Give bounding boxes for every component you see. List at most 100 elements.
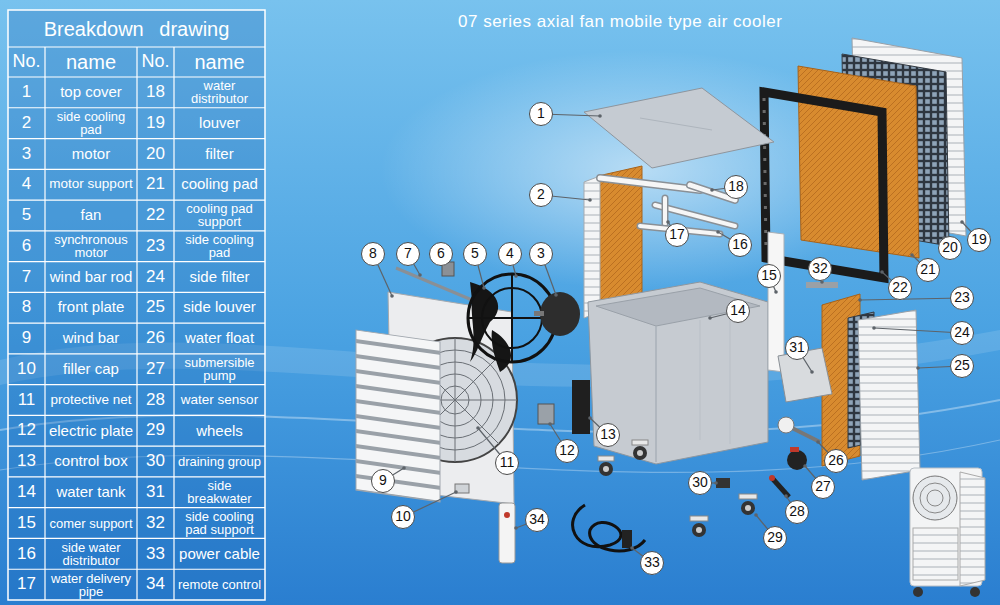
draining-group — [716, 478, 730, 488]
part-name: submersible pump — [176, 356, 263, 382]
electric-plate — [538, 404, 554, 424]
product-photo — [910, 468, 985, 597]
illustration-part — [603, 466, 609, 472]
callout-number: 30 — [688, 471, 712, 495]
wheel — [598, 456, 614, 476]
water-tank — [588, 282, 768, 464]
motor-shaft — [534, 311, 544, 316]
part-name: comer support — [47, 517, 135, 530]
callout-number: 23 — [950, 286, 974, 310]
part-name: protective net — [45, 393, 137, 408]
table-ground — [8, 10, 265, 600]
part-number: 28 — [137, 391, 174, 410]
callout-number: 24 — [950, 321, 974, 345]
leader-tip — [774, 290, 778, 294]
table-title: Breakdown drawing — [8, 18, 265, 40]
leader-tip — [402, 466, 406, 470]
leader-tip — [714, 481, 718, 485]
part-name: water float — [174, 330, 265, 347]
part-name: side water distributor — [47, 541, 135, 567]
illustration-part — [633, 446, 647, 460]
part-number: 9 — [8, 329, 45, 348]
cover-ridge — [640, 118, 712, 130]
leader-line — [874, 328, 962, 333]
leader-tip — [858, 298, 862, 302]
callout-number: 26 — [824, 449, 848, 473]
part-number: 33 — [137, 545, 174, 564]
leader-tip — [784, 494, 788, 498]
part-number: 10 — [8, 360, 45, 379]
illustration-part — [913, 528, 958, 580]
column-header: No. — [8, 52, 45, 72]
leader-tip — [910, 253, 914, 257]
side-frame — [584, 176, 600, 318]
illustration-part — [599, 462, 613, 476]
leader-tip — [880, 270, 884, 274]
leader-tip — [454, 490, 458, 494]
remote-control — [499, 503, 515, 563]
part-number: 29 — [137, 421, 174, 440]
callout-number: 27 — [811, 475, 835, 499]
part-name: side cooling pad — [47, 110, 135, 136]
leader-tip — [482, 286, 486, 290]
illustration-part — [920, 483, 950, 513]
side-louver — [858, 310, 920, 480]
illustration-part — [741, 501, 755, 515]
callout-number: 9 — [371, 469, 395, 493]
power-cable — [573, 505, 645, 551]
callout-number: 19 — [967, 228, 991, 252]
column-header: No. — [137, 52, 174, 72]
illustration-part — [739, 494, 757, 499]
column-header: name — [174, 51, 265, 73]
leader-tip — [548, 422, 552, 426]
leader-tip — [514, 274, 518, 278]
leader-tip — [916, 366, 920, 370]
callout-number: 11 — [495, 451, 519, 475]
part-name: draining group — [176, 455, 263, 468]
part-name: side louver — [174, 299, 265, 316]
float-ball — [778, 417, 794, 433]
callout-number: 32 — [808, 257, 832, 281]
callout-number: 1 — [529, 102, 553, 126]
callout-number: 12 — [555, 439, 579, 463]
wheel — [632, 440, 648, 460]
corner-support — [768, 232, 784, 372]
wind-bar-rod — [396, 268, 472, 300]
leader-tip — [710, 188, 714, 192]
leader-tip — [588, 198, 592, 202]
leader-tip — [514, 526, 518, 530]
callout-number: 25 — [950, 354, 974, 378]
leader-tip — [476, 426, 480, 430]
illustration-part — [692, 523, 706, 537]
part-name: wheels — [174, 423, 265, 440]
part-number: 14 — [8, 483, 45, 502]
part-number: 22 — [137, 206, 174, 225]
part-number: 4 — [8, 175, 45, 194]
illustration-part — [696, 527, 702, 533]
part-name: cooling pad — [174, 176, 265, 193]
part-number: 25 — [137, 298, 174, 317]
part-name: side cooling pad support — [176, 510, 263, 536]
remote-button — [504, 512, 510, 518]
part-name: water sensor — [174, 393, 265, 408]
table-rule — [44, 47, 45, 600]
part-number: 34 — [137, 575, 174, 594]
callout-number: 13 — [596, 423, 620, 447]
callout-number: 15 — [757, 264, 781, 288]
filler-cap — [455, 484, 469, 493]
leader-tip — [630, 546, 634, 550]
illustration-part — [913, 587, 923, 597]
illustration-part — [600, 178, 700, 190]
support-spoke — [511, 274, 513, 362]
part-name: fan — [45, 207, 137, 224]
illustration-part — [960, 472, 985, 586]
part-name: side cooling pad — [176, 233, 263, 259]
part-number: 24 — [137, 268, 174, 287]
callout-number: 34 — [525, 508, 549, 532]
leader-line — [860, 298, 962, 300]
part-name: electric plate — [45, 423, 137, 440]
illustration-part — [690, 516, 708, 521]
part-number: 18 — [137, 83, 174, 102]
